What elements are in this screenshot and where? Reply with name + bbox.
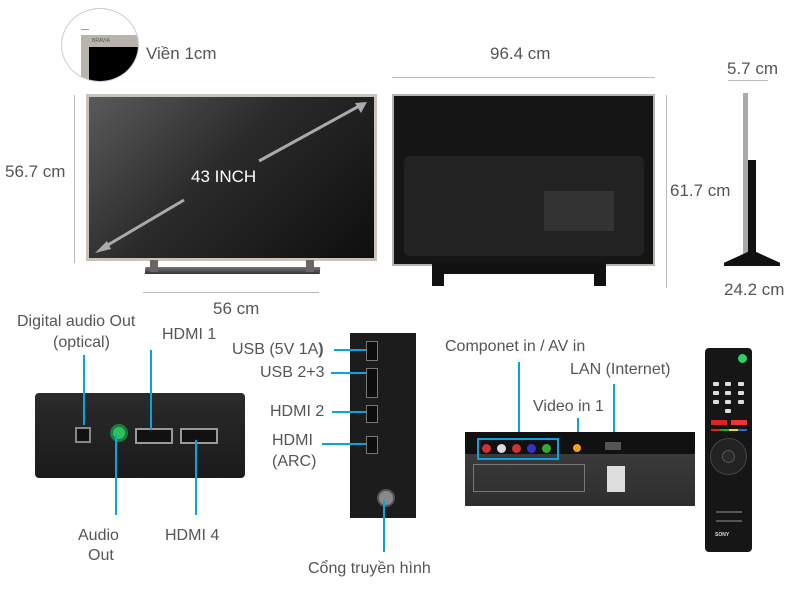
front-tv-screen: 43 INCH [86,94,377,261]
diagonal-label: 43 INCH [191,167,257,186]
optical-port [75,427,91,443]
back-width-line [392,77,655,78]
usb1-paren: ) [318,341,324,358]
bezel-label: Viền 1cm [146,44,217,63]
back-tv [392,94,655,266]
audio-out-port [110,424,128,442]
component-highlight [477,438,559,460]
hdmi4-port [180,428,218,444]
hdmi-arc-label-2: (ARC) [272,453,317,470]
back-stand [432,262,606,274]
remote-control: SONY [705,348,752,552]
antenna-label: Cổng truyền hình [308,560,431,577]
side-tv [743,93,748,263]
component-label: Componet in / AV in [445,338,586,355]
hdmi-arc-label: HDMI [272,432,313,449]
stand-width-label: 56 cm [213,299,260,318]
side-depth-line [728,80,768,81]
front-height-line [74,95,75,263]
diagonal-arrow-icon [95,102,367,253]
digital-audio-label: Digital audio Out [17,313,136,330]
front-stand [144,267,321,274]
remote-brand: SONY [715,532,730,538]
side-stand-depth-label: 24.2 cm [724,280,785,299]
side-port-panel [350,333,416,518]
back-height-label: 61.7 cm [670,181,731,200]
side-depth-label: 5.7 cm [727,59,779,78]
bravia-logo: BRAVIA [92,38,110,44]
bezel-inset: BRAVIA [61,8,139,82]
hdmi2-label: HDMI 2 [270,403,325,420]
back-height-line [666,95,667,288]
usb1-text: USB (5V 1A [232,341,319,358]
audio-out-label-2: Out [88,547,114,564]
front-height-label: 56.7 cm [5,162,66,181]
bottom-port-panel [465,432,695,506]
hdmi1-port [135,428,173,444]
lan-label: LAN (Internet) [570,361,671,378]
hdmi4-label: HDMI 4 [165,527,220,544]
digital-audio-optical-label: (optical) [53,334,110,351]
usb1-label: USB (5V 1A) [232,340,324,360]
back-width-label: 96.4 cm [490,44,551,63]
video-in-label: Video in 1 [533,398,604,415]
usb23-label: USB 2+3 [260,364,325,381]
audio-out-label: Audio [78,527,119,544]
hdmi1-label: HDMI 1 [162,326,217,343]
rear-port-panel [35,393,245,478]
side-stand [724,250,780,266]
stand-width-line [143,292,319,293]
